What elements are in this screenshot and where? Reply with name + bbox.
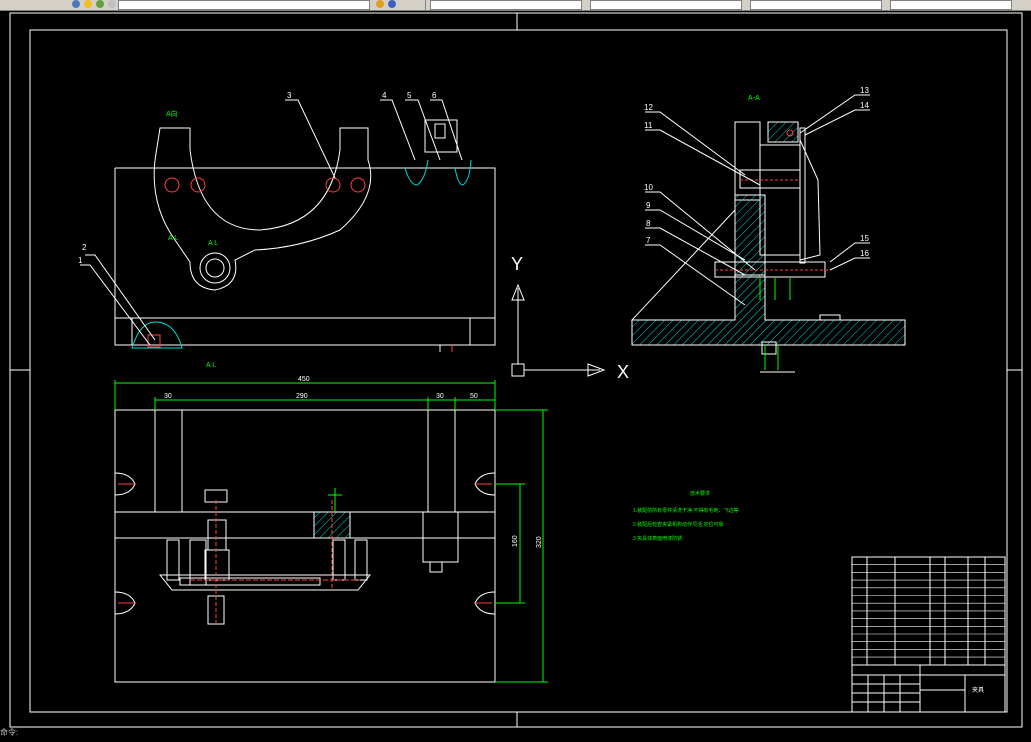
balloon-1: 1 (78, 256, 83, 265)
label-a1: A L (168, 235, 178, 242)
balloon-3: 3 (287, 91, 292, 100)
layer-previous-icon[interactable] (376, 0, 384, 8)
top-view (114, 409, 496, 683)
section-leaders (645, 94, 870, 306)
dim-450: 450 (298, 376, 310, 383)
balloon-7: 7 (646, 236, 651, 245)
balloon-9: 9 (646, 201, 651, 210)
balloon-8: 8 (646, 219, 651, 228)
cad-drawing[interactable]: 1 2 3 4 5 6 A向 A L A L A L A-A Y X (0, 10, 1031, 737)
top-view-dims (114, 380, 548, 683)
plotstyle-dropdown[interactable] (890, 0, 1012, 10)
front-view (114, 119, 496, 352)
title-block (851, 556, 1006, 713)
front-balloons: 1 2 3 4 5 6 (78, 91, 437, 265)
color-icon[interactable] (108, 0, 116, 8)
view-label-section: A-A (748, 95, 760, 102)
dim-290: 290 (296, 393, 308, 400)
title-block-name: 夹具 (972, 686, 984, 694)
top-view-dim-text: 450 30 290 30 50 160 320 (164, 376, 543, 548)
dim-320: 320 (536, 536, 543, 548)
ucs-x-label: X (617, 362, 629, 382)
lineweight-dropdown[interactable] (750, 0, 882, 10)
balloon-4: 4 (382, 91, 387, 100)
tech-req-line-3: 3.夹具体表面喷漆防锈 (633, 535, 682, 542)
section-balloons: 7 8 9 10 11 12 13 14 15 16 (644, 86, 869, 258)
dim-50: 50 (470, 393, 478, 400)
drawing-canvas[interactable]: 1 2 3 4 5 6 A向 A L A L A L A-A Y X (0, 10, 1031, 737)
ucs-labels: Y X (511, 254, 629, 382)
ucs-y-label: Y (511, 254, 523, 274)
balloon-2: 2 (82, 243, 87, 252)
balloon-5: 5 (407, 91, 412, 100)
dim-160: 160 (512, 535, 519, 547)
view-labels: A向 A L A L A L A-A (166, 95, 760, 369)
toolbar (0, 0, 1031, 11)
drawing-frame (9, 12, 1023, 728)
layer-state-icon[interactable] (72, 0, 80, 8)
dim-30a: 30 (164, 393, 172, 400)
view-label-main: A向 (166, 109, 178, 118)
dim-30b: 30 (436, 393, 444, 400)
tech-req-title: 技术要求 (690, 490, 710, 497)
command-line[interactable]: 命令: (0, 728, 1031, 737)
ucs-icon (511, 283, 606, 377)
freeze-icon[interactable] (84, 0, 92, 8)
section-green-dims (759, 278, 791, 370)
balloon-14: 14 (860, 101, 869, 110)
section-view (630, 121, 906, 373)
balloon-15: 15 (860, 234, 869, 243)
separator (425, 0, 426, 10)
tech-requirements: 技术要求 1.装配前所有零件清洗干净,不得有毛刺、飞边等 2.装配后检查夹紧机构… (633, 490, 739, 542)
balloon-10: 10 (644, 183, 653, 192)
balloon-16: 16 (860, 249, 869, 258)
label-a3: A L (206, 362, 216, 369)
lock-icon[interactable] (96, 0, 104, 8)
layer-manager-icon[interactable] (388, 0, 396, 8)
label-a2: A L (208, 240, 218, 247)
linetype-dropdown[interactable] (590, 0, 742, 10)
balloon-6: 6 (432, 91, 437, 100)
front-leaders (80, 99, 463, 346)
balloon-12: 12 (644, 103, 653, 112)
top-view-red (118, 483, 492, 625)
layer-field[interactable] (118, 0, 370, 10)
balloon-11: 11 (644, 121, 653, 130)
color-dropdown[interactable] (430, 0, 582, 10)
tech-req-line-2: 2.装配后检查夹紧机构动作灵活,定位可靠 (633, 521, 724, 528)
parts-list-rows (852, 564, 1005, 658)
balloon-13: 13 (860, 86, 869, 95)
tech-req-line-1: 1.装配前所有零件清洗干净,不得有毛刺、飞边等 (633, 507, 739, 514)
section-red-marks (715, 129, 830, 271)
